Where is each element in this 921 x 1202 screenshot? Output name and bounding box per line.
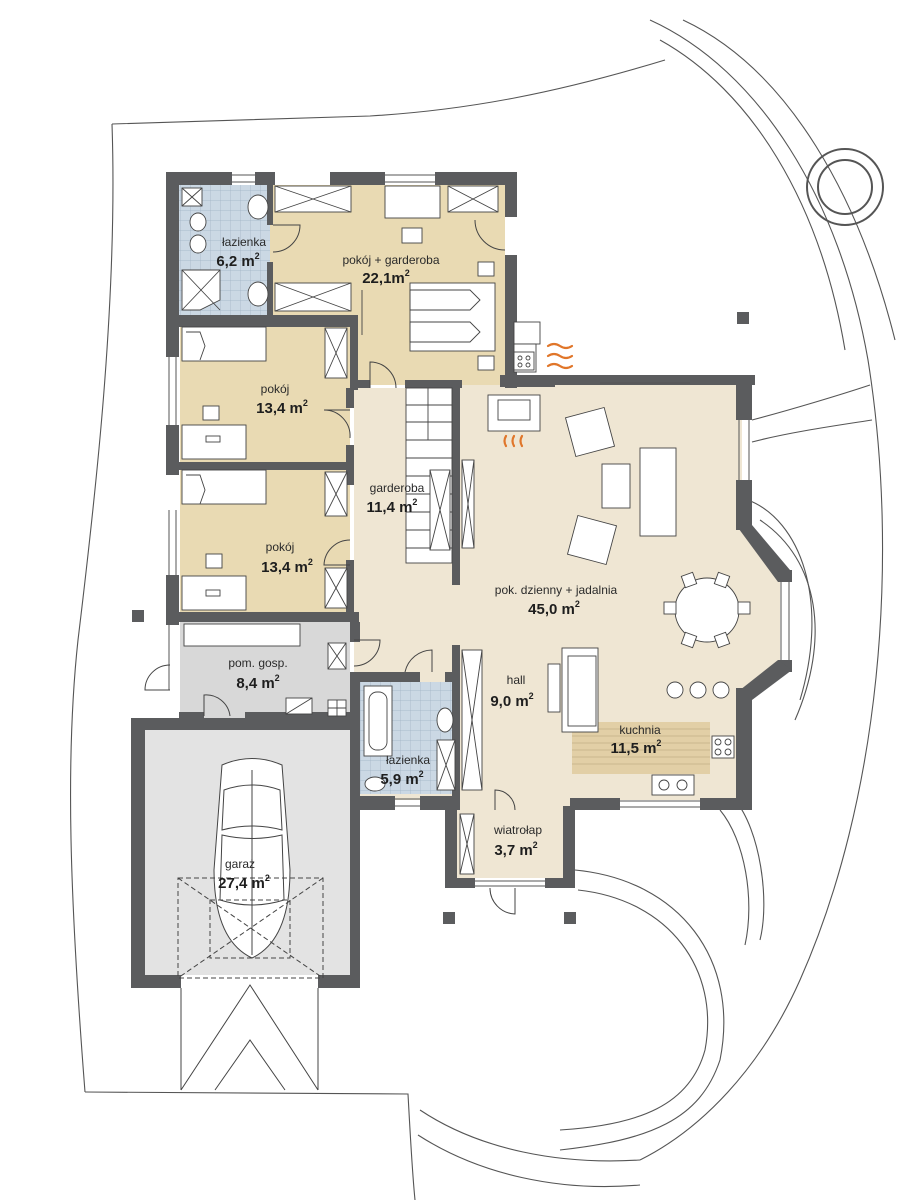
garden-circle bbox=[806, 148, 884, 226]
room-area: 11,4 m2 bbox=[366, 497, 418, 516]
piers bbox=[132, 312, 749, 924]
room-name: pok. dzienny + jadalnia bbox=[494, 583, 618, 597]
room-name: pom. gosp. bbox=[228, 656, 288, 670]
room-area: 5,9 m2 bbox=[380, 769, 424, 788]
room-area: 6,2 m2 bbox=[216, 251, 260, 270]
room-area: 13,4 m2 bbox=[261, 557, 313, 576]
room-area: 45,0 m2 bbox=[528, 599, 580, 618]
room-area: 9,0 m2 bbox=[490, 691, 534, 710]
room-name: garderoba bbox=[369, 481, 425, 495]
windows bbox=[168, 174, 790, 887]
room-name: hall bbox=[506, 673, 526, 687]
site-lines bbox=[69, 19, 896, 1201]
room-area: 27,4 m2 bbox=[218, 873, 270, 892]
room-area: 13,4 m2 bbox=[256, 398, 308, 417]
room-name: pokój bbox=[265, 540, 295, 554]
room-name: pokój bbox=[260, 382, 290, 396]
room-name: garaż bbox=[224, 857, 256, 871]
room-name: pokój + garderoba bbox=[342, 253, 440, 267]
doors bbox=[144, 219, 516, 915]
room-name: wiatrołap bbox=[493, 823, 543, 837]
garage-car bbox=[177, 758, 324, 1091]
room-area: 3,7 m2 bbox=[494, 840, 538, 859]
furniture bbox=[181, 185, 751, 875]
room-name: łazienka bbox=[221, 235, 267, 249]
room-area: 11,5 m2 bbox=[610, 738, 662, 757]
room-name: łazienka bbox=[385, 753, 431, 767]
room-name: kuchnia bbox=[619, 723, 661, 737]
walls bbox=[131, 172, 792, 988]
room-area: 22,1m2 bbox=[362, 268, 410, 287]
fire-icon bbox=[503, 342, 574, 448]
room-area: 8,4 m2 bbox=[236, 673, 280, 692]
